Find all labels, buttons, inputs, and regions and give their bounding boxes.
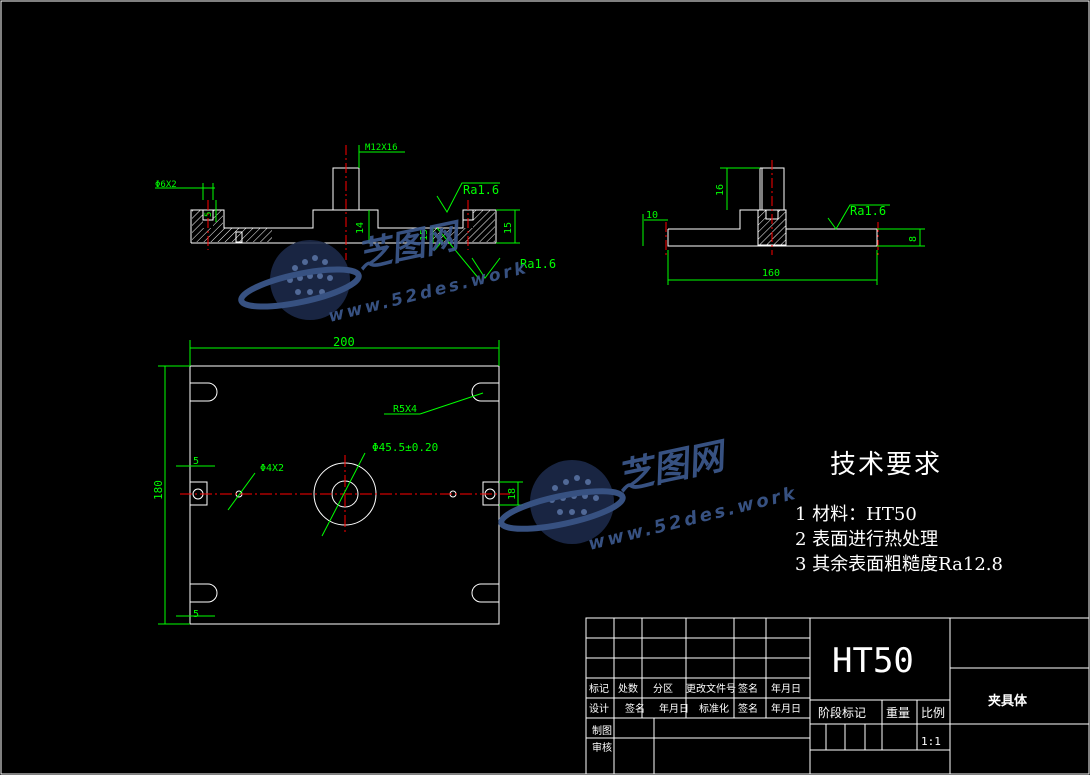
tb-check: 审核 — [592, 741, 612, 754]
dim-side-160: 160 — [762, 268, 780, 279]
tb-date3: 年月日 — [771, 702, 801, 715]
tb-zone: 分区 — [653, 683, 673, 695]
tb-sign3: 签名 — [738, 702, 758, 715]
tb-weight: 重量 — [886, 706, 910, 720]
dim-plan-18: 18 — [507, 488, 518, 500]
side-dimensions — [642, 167, 925, 285]
watermark-globe-icon — [238, 240, 362, 320]
dim-top-5: 5 — [204, 212, 214, 217]
dim-top-15b: 15 — [503, 222, 514, 234]
plan-dimensions — [158, 340, 523, 625]
dim-phi-4x2: Φ4X2 — [260, 463, 284, 474]
plan-centerlines — [180, 455, 510, 535]
dim-side-16: 16 — [715, 184, 726, 196]
tb-draw: 制图 — [592, 724, 612, 737]
tb-place: 处数 — [618, 682, 638, 695]
dim-plan-180: 180 — [152, 480, 165, 500]
front-dimensions — [155, 145, 520, 281]
tb-standard: 标准化 — [699, 702, 729, 715]
thread-label: M12X16 — [365, 143, 398, 153]
dim-top-15a: 15 — [419, 229, 430, 241]
tech-requirements-title: 技术要求 — [830, 450, 943, 480]
tb-stage: 阶段标记 — [818, 705, 866, 720]
tech-requirement-2: 2 表面进行热处理 — [795, 529, 939, 550]
dim-plan-200: 200 — [333, 335, 355, 349]
roughness-2: Ra1.6 — [520, 257, 556, 271]
roughness-3: Ra1.6 — [850, 204, 886, 218]
tb-design: 设计 — [589, 702, 609, 715]
tb-change-doc: 更改文件号 — [686, 682, 736, 695]
tb-part-name: 夹具体 — [988, 693, 1028, 709]
tech-requirement-3: 3 其余表面粗糙度Ra12.8 — [795, 554, 1003, 575]
dim-top-14: 14 — [355, 222, 366, 234]
dim-plan-5b: 5 — [193, 609, 199, 620]
slot-br — [471, 583, 499, 603]
dim-phi-45: Φ45.5±0.20 — [372, 441, 438, 454]
hatch-left — [192, 228, 272, 242]
dim-plan-5a: 5 — [193, 456, 199, 467]
dim-r5x4: R5X4 — [393, 404, 417, 415]
hole-top-label: Φ6X2 — [155, 180, 177, 190]
tb-material: HT50 — [832, 641, 914, 681]
title-block — [585, 617, 1090, 775]
front-section-view — [190, 167, 497, 244]
roughness-1: Ra1.6 — [463, 183, 499, 197]
tb-sign2: 签名 — [625, 702, 645, 715]
slot-tr — [471, 382, 499, 402]
tb-date2: 年月日 — [659, 702, 689, 715]
tb-scale: 1:1 — [921, 735, 941, 748]
front-centerlines — [207, 145, 469, 260]
watermark-brand-2: 芝图网 — [613, 435, 732, 499]
tb-mark: 标记 — [589, 683, 609, 695]
watermark-url: www.52des.work — [326, 258, 530, 327]
hole-small — [235, 231, 243, 243]
tb-ratio: 比例 — [921, 706, 945, 720]
tech-requirement-1: 1 材料：HT50 — [795, 504, 917, 525]
side-centerlines — [665, 160, 879, 256]
tb-sign: 签名 — [738, 682, 758, 695]
slot-tl — [190, 382, 218, 402]
tb-date: 年月日 — [771, 682, 801, 695]
watermark-globe-icon-2 — [498, 460, 626, 544]
watermark-brand: 芝图网 — [354, 215, 467, 276]
watermark-2: 芝图网 www.52des.work — [498, 435, 800, 555]
slot-bl — [190, 583, 218, 603]
title-block-labels: 标记 处数 分区 更改文件号 签名 年月日 设计 签名 年月日 标准化 签名 年… — [589, 641, 1028, 754]
dim-side-8: 8 — [908, 236, 919, 242]
dim-side-10: 10 — [646, 210, 658, 221]
hatch-left-post — [192, 210, 203, 228]
